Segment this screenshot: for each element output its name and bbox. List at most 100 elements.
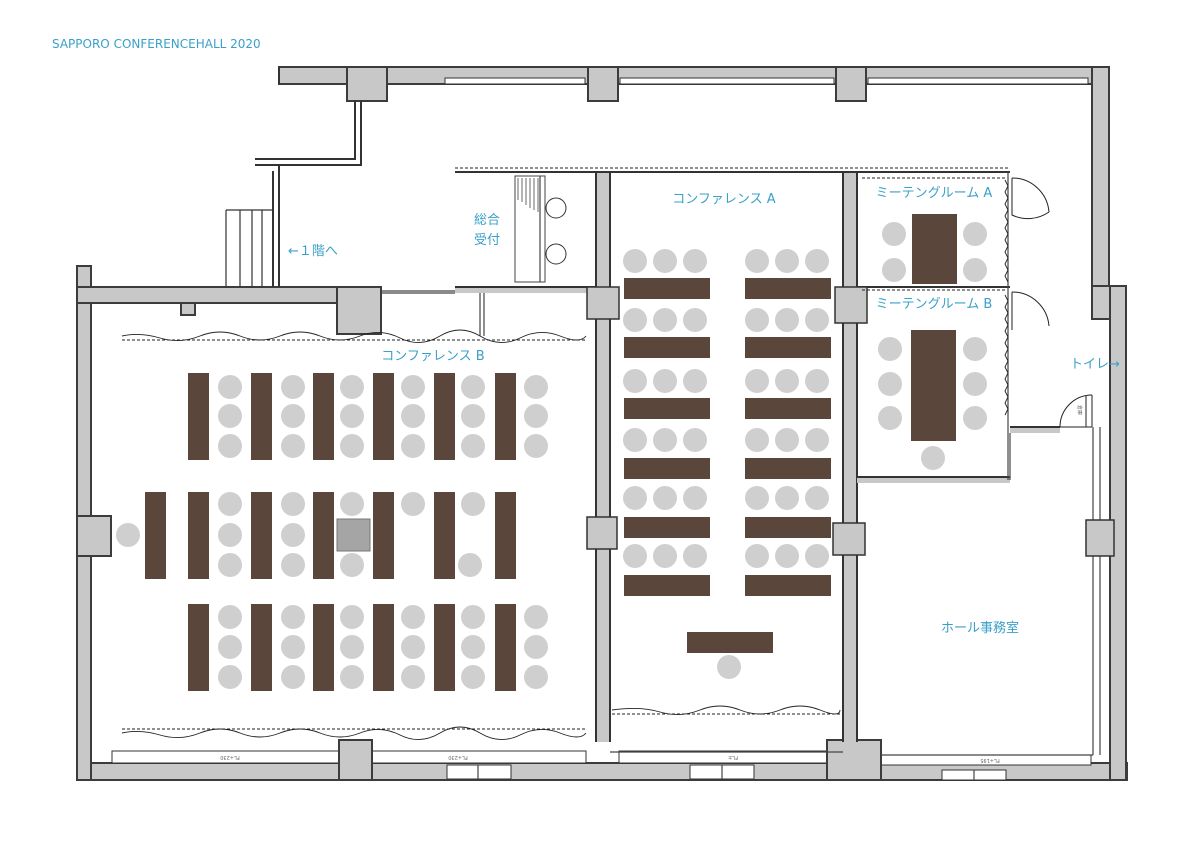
conference-b-chair xyxy=(524,434,548,458)
conference-b-chair xyxy=(218,605,242,629)
wall-left-bump xyxy=(76,515,112,557)
conference-b-chair xyxy=(218,635,242,659)
conference-b-chair xyxy=(218,665,242,689)
conference-b-table xyxy=(495,373,516,460)
conference-b-chair xyxy=(281,434,305,458)
conference-b-table xyxy=(373,492,394,579)
conference-a-table xyxy=(745,575,831,596)
conference-b-chair xyxy=(461,375,485,399)
direction-first-floor: ←１階へ xyxy=(288,244,338,259)
conference-b-chair xyxy=(281,635,305,659)
conference-b-chair xyxy=(461,492,485,516)
conference-b-chair xyxy=(524,375,548,399)
conference-b-chair xyxy=(218,553,242,577)
conference-a-chair xyxy=(653,308,677,332)
conference-a-chair xyxy=(805,249,829,273)
conference-a-chair xyxy=(623,249,647,273)
conference-b-chair xyxy=(461,665,485,689)
conference-b-chair xyxy=(524,605,548,629)
reception-stool-2 xyxy=(545,243,567,265)
conference-a-chair xyxy=(623,486,647,510)
conference-a-chair xyxy=(775,249,799,273)
conference-a-chair xyxy=(683,544,707,568)
conference-b-chair xyxy=(281,553,305,577)
pillars xyxy=(586,286,1115,557)
conference-a-table xyxy=(745,278,831,299)
conference-b-chair xyxy=(458,553,482,577)
conference-b-chair xyxy=(524,404,548,428)
conference-b-chair xyxy=(461,605,485,629)
reception-area: 総合 受付 xyxy=(474,175,567,283)
conference-a-table xyxy=(745,398,831,419)
conference-b-chair xyxy=(401,375,425,399)
conference-b-chair xyxy=(401,605,425,629)
conference-b-chair xyxy=(218,375,242,399)
conference-a-chair xyxy=(775,428,799,452)
meeting-a-chair xyxy=(882,258,906,282)
fl-label-1: FL+230 xyxy=(220,754,239,760)
conference-b-chair xyxy=(340,553,364,577)
conference-a-speaker-chair xyxy=(717,655,741,679)
wall-a-meeting xyxy=(843,172,857,742)
room-label-conference-a: コンファレンス A xyxy=(672,192,775,207)
wall-top-pillar3 xyxy=(835,66,867,102)
chairs xyxy=(116,222,987,689)
conference-b-chair xyxy=(281,375,305,399)
meeting-b-chair xyxy=(878,337,902,361)
meeting-b-chair xyxy=(963,406,987,430)
conference-b-chair xyxy=(218,492,242,516)
conference-b-chair xyxy=(340,375,364,399)
conference-a-chair xyxy=(623,428,647,452)
conference-b-chair xyxy=(461,635,485,659)
conference-b-table xyxy=(251,373,272,460)
pillar-4 xyxy=(832,522,866,556)
reception-counter xyxy=(514,175,546,283)
fl-label-2: FL+230 xyxy=(448,754,467,760)
conference-a-table xyxy=(624,517,710,538)
conference-b-chair xyxy=(218,404,242,428)
conference-a-table xyxy=(624,278,710,299)
outer-walls xyxy=(76,66,1128,781)
conference-a-chair xyxy=(805,428,829,452)
conference-b-table xyxy=(434,604,455,691)
conference-b-chair xyxy=(401,665,425,689)
doors xyxy=(1011,177,1093,428)
conference-a-chair xyxy=(775,369,799,393)
conference-a-table xyxy=(624,398,710,419)
conference-b-chair xyxy=(340,492,364,516)
conference-a-chair xyxy=(683,428,707,452)
meeting-b-chair xyxy=(963,372,987,396)
conference-b-chair xyxy=(281,523,305,547)
conference-a-chair xyxy=(745,486,769,510)
conference-a-table xyxy=(624,575,710,596)
meeting-a-chair xyxy=(963,222,987,246)
conference-b-chair xyxy=(281,665,305,689)
conference-b-chair xyxy=(401,404,425,428)
conference-b-table xyxy=(188,492,209,579)
conference-a-chair xyxy=(653,486,677,510)
conference-a-chair xyxy=(653,544,677,568)
wall-bottom-pillar2 xyxy=(826,739,882,781)
conference-b-table xyxy=(188,604,209,691)
conference-a-chair xyxy=(805,486,829,510)
conference-a-chair xyxy=(623,544,647,568)
conference-b-chair xyxy=(218,434,242,458)
conference-a-table xyxy=(745,517,831,538)
conference-a-chair xyxy=(805,308,829,332)
entrance-door-1 xyxy=(446,764,512,780)
wall-a-b xyxy=(596,172,610,742)
reception-label-1: 総合 xyxy=(474,213,500,228)
fl-label-4: FL+195 xyxy=(980,757,999,763)
conference-b-table xyxy=(251,492,272,579)
conference-b-chair xyxy=(340,434,364,458)
conference-b-chair xyxy=(340,665,364,689)
meeting-b-chair xyxy=(878,372,902,396)
meeting-b-chair xyxy=(921,446,945,470)
plan-title: SAPPORO CONFERENCEHALL 2020 xyxy=(52,37,261,51)
conference-b-table xyxy=(495,492,516,579)
stairs xyxy=(225,209,273,287)
room-label-office: ホール事務室 xyxy=(941,620,1019,636)
conference-a-chair xyxy=(683,486,707,510)
window-top-1 xyxy=(444,77,586,85)
